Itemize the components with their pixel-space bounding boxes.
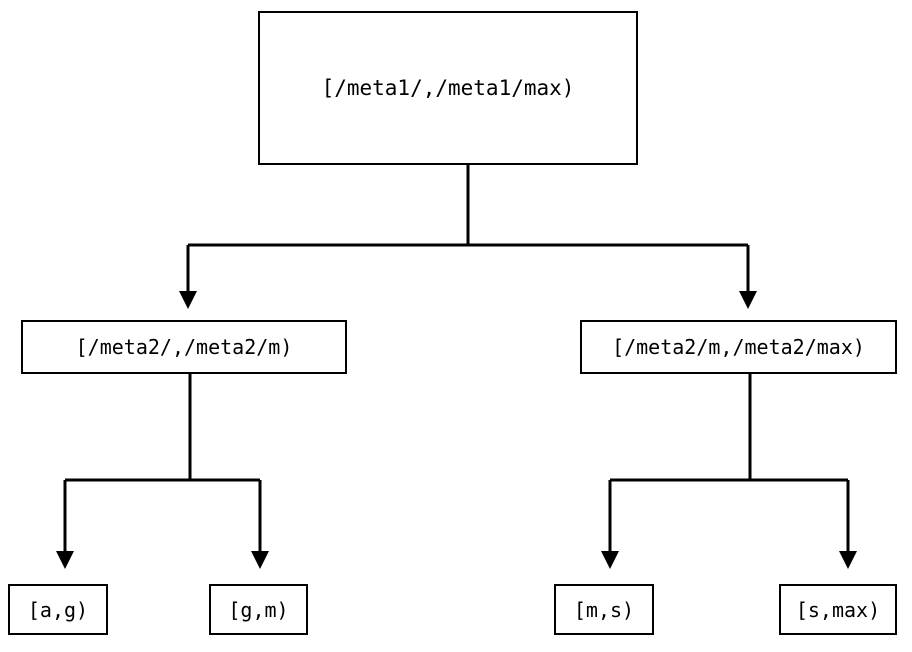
- arrowhead-to-mid-right: [739, 291, 757, 309]
- tree-node-leaf-ms-label: [m,s): [573, 597, 635, 622]
- tree-node-leaf-ag[interactable]: [a,g): [8, 584, 108, 635]
- arrowhead-to-leaf-ag: [56, 551, 74, 569]
- arrowhead-to-leaf-smax: [839, 551, 857, 569]
- tree-node-mid-left-label: [/meta2/,/meta2/m): [75, 335, 293, 359]
- tree-node-leaf-smax-label: [s,max): [795, 597, 881, 622]
- arrowhead-to-leaf-gm: [251, 551, 269, 569]
- arrowhead-to-leaf-ms: [601, 551, 619, 569]
- tree-node-leaf-gm-label: [g,m): [228, 597, 289, 622]
- tree-node-leaf-ag-label: [a,g): [27, 597, 89, 622]
- tree-node-mid-right[interactable]: [/meta2/m,/meta2/max): [580, 320, 897, 374]
- tree-node-root[interactable]: [/meta1/,/meta1/max): [258, 11, 638, 165]
- tree-node-root-label: [/meta1/,/meta1/max): [321, 75, 575, 100]
- tree-node-mid-right-label: [/meta2/m,/meta2/max): [612, 335, 865, 359]
- tree-node-leaf-gm[interactable]: [g,m): [209, 584, 308, 635]
- tree-node-mid-left[interactable]: [/meta2/,/meta2/m): [21, 320, 347, 374]
- arrowhead-to-mid-left: [179, 291, 197, 309]
- tree-node-leaf-smax[interactable]: [s,max): [779, 584, 897, 635]
- tree-node-leaf-ms[interactable]: [m,s): [554, 584, 654, 635]
